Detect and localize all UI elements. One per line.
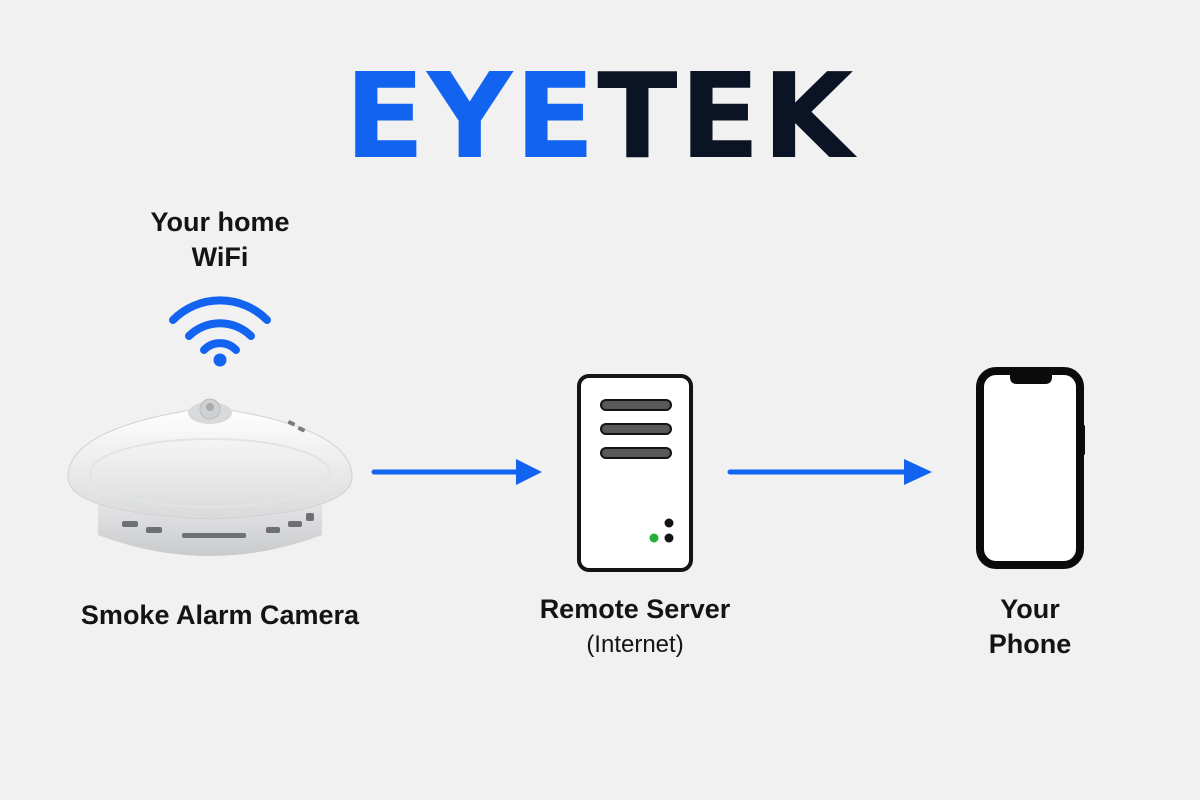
server-label: Remote Server (Internet) [500,592,770,662]
phone-label-line1: Your [1000,594,1060,624]
wifi-label-line2: WiFi [191,242,249,272]
camera-label: Smoke Alarm Camera [80,600,360,630]
eyetek-logo: EYETEK [0,52,1200,180]
arrow-server-to-phone [727,459,932,485]
phone-label: Your Phone [930,592,1130,662]
logo-part-tek: TEK [597,47,856,185]
wifi-label: Your home WiFi [100,205,340,275]
wifi-label-line1: Your home [150,207,290,237]
arrow-camera-to-server [371,459,542,485]
server-label-line2: (Internet) [586,631,684,658]
server-label-line1: Remote Server [539,594,731,624]
wifi-icon [169,296,271,367]
smoke-alarm-camera-icon [67,398,353,556]
server-icon [577,374,693,572]
phone-icon [976,367,1085,569]
phone-label-line2: Phone [988,629,1072,659]
logo-part-eye: EYE [344,47,598,185]
